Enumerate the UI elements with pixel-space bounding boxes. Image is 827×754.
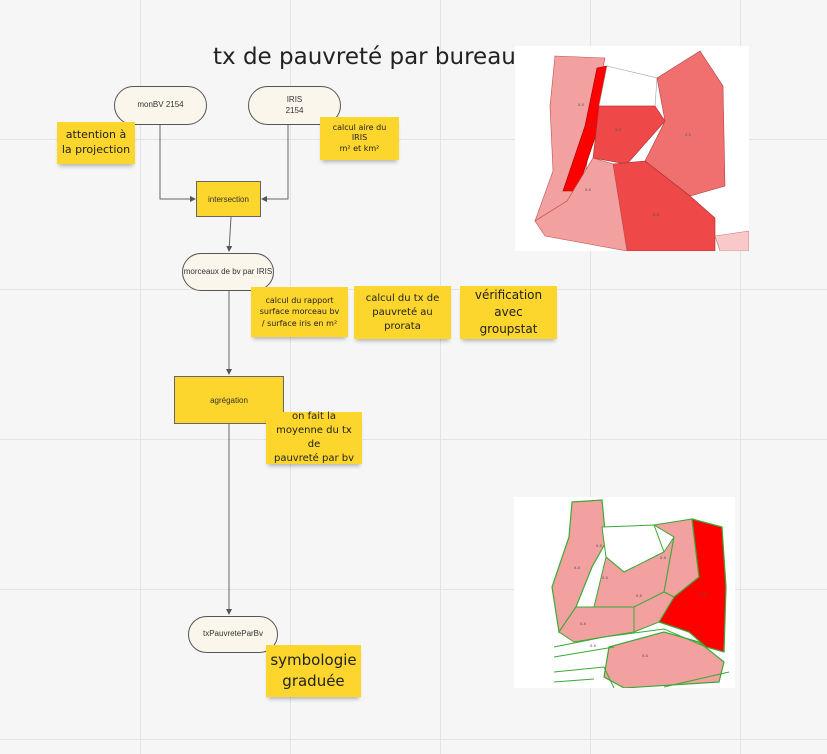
map-zone-right	[644, 50, 726, 197]
svg-text:x.x: x.x	[660, 555, 667, 560]
connector-iris-intersection	[261, 125, 289, 202]
sticky-calcul-aire-text: calcul aire du IRIS m² et km²	[332, 122, 387, 153]
page-title: tx de pauvreté par bureau	[213, 44, 516, 70]
map-bv-zone-7	[603, 631, 725, 688]
svg-text:x.x: x.x	[578, 102, 585, 107]
svg-text:x.x: x.x	[585, 187, 592, 192]
sticky-attention-projection-text: attention à la projection	[61, 128, 131, 156]
svg-text:x.x: x.x	[642, 653, 649, 658]
node-intersection[interactable]: intersection	[196, 181, 261, 217]
map-bv-zone-max	[658, 518, 727, 653]
sticky-calcul-rapport[interactable]: calcul du rapport surface morceau bv / s…	[251, 287, 348, 337]
node-monbv[interactable]: monBV 2154	[114, 86, 207, 125]
node-iris-label: IRIS 2154	[285, 95, 304, 115]
map-bv-road-1	[553, 628, 707, 648]
sticky-moyenne-text: on fait la moyenne du tx de pauvreté par…	[273, 411, 355, 464]
sticky-symbologie-text: symbologie graduée	[270, 651, 357, 690]
sticky-symbologie[interactable]: symbologie graduée	[266, 645, 361, 697]
node-morceaux-label: morceaux de bv par IRIS	[183, 266, 273, 276]
svg-text:x.x: x.x	[700, 591, 707, 596]
svg-text:x.x: x.x	[653, 212, 660, 217]
node-agregation[interactable]: agrégation	[174, 376, 284, 424]
connector-intersection-morceaux	[226, 216, 233, 252]
svg-text:x.x: x.x	[602, 575, 609, 580]
sticky-attention-projection[interactable]: attention à la projection	[57, 122, 135, 164]
map-zone-bottom	[612, 160, 716, 251]
svg-text:x.x: x.x	[580, 621, 587, 626]
connector-monbv-intersection	[159, 125, 196, 202]
map-zone-center	[592, 105, 666, 165]
node-intersection-label: intersection	[208, 194, 249, 204]
map-image-iris: x.x x.x x.x x.x x.x x.x	[515, 46, 749, 251]
map-zone-inner	[598, 65, 658, 107]
node-output[interactable]: txPauvreteParBv	[188, 616, 278, 653]
node-monbv-label: monBV 2154	[137, 100, 184, 110]
svg-text:x.x: x.x	[636, 593, 643, 598]
svg-text:x.x: x.x	[589, 122, 596, 127]
map-bv-road-2	[553, 646, 615, 658]
node-morceaux[interactable]: morceaux de bv par IRIS	[182, 253, 274, 291]
svg-text:x.x: x.x	[685, 132, 692, 137]
svg-text:x.x: x.x	[615, 127, 622, 132]
map-zone-bottom-left	[534, 157, 628, 251]
svg-text:x.x: x.x	[590, 643, 597, 648]
svg-text:x.x: x.x	[596, 543, 603, 548]
sticky-calcul-tx-text: calcul du tx de pauvreté au prorata	[365, 292, 440, 332]
map-bv-zone-6	[633, 591, 675, 633]
sticky-verification-text: vérification avec groupstat	[474, 288, 543, 336]
map-bv-road-5	[663, 671, 730, 688]
sticky-calcul-tx[interactable]: calcul du tx de pauvreté au prorata	[354, 286, 451, 339]
sticky-moyenne[interactable]: on fait la moyenne du tx de pauvreté par…	[266, 411, 362, 464]
svg-text:x.x: x.x	[574, 565, 581, 570]
node-output-label: txPauvreteParBv	[202, 629, 264, 639]
map-image-bv: x.x x.x x.x x.x x.x x.x x.x x.x x.x	[514, 497, 735, 688]
sticky-verification[interactable]: vérification avec groupstat	[460, 286, 557, 339]
map-bv-road-3	[553, 666, 615, 688]
map-bv-road-4	[553, 678, 595, 683]
sticky-calcul-rapport-text: calcul du rapport surface morceau bv / s…	[259, 296, 340, 328]
sticky-calcul-aire[interactable]: calcul aire du IRIS m² et km²	[320, 117, 399, 160]
map-zone-corner	[714, 230, 749, 251]
node-agregation-label: agrégation	[210, 395, 248, 405]
